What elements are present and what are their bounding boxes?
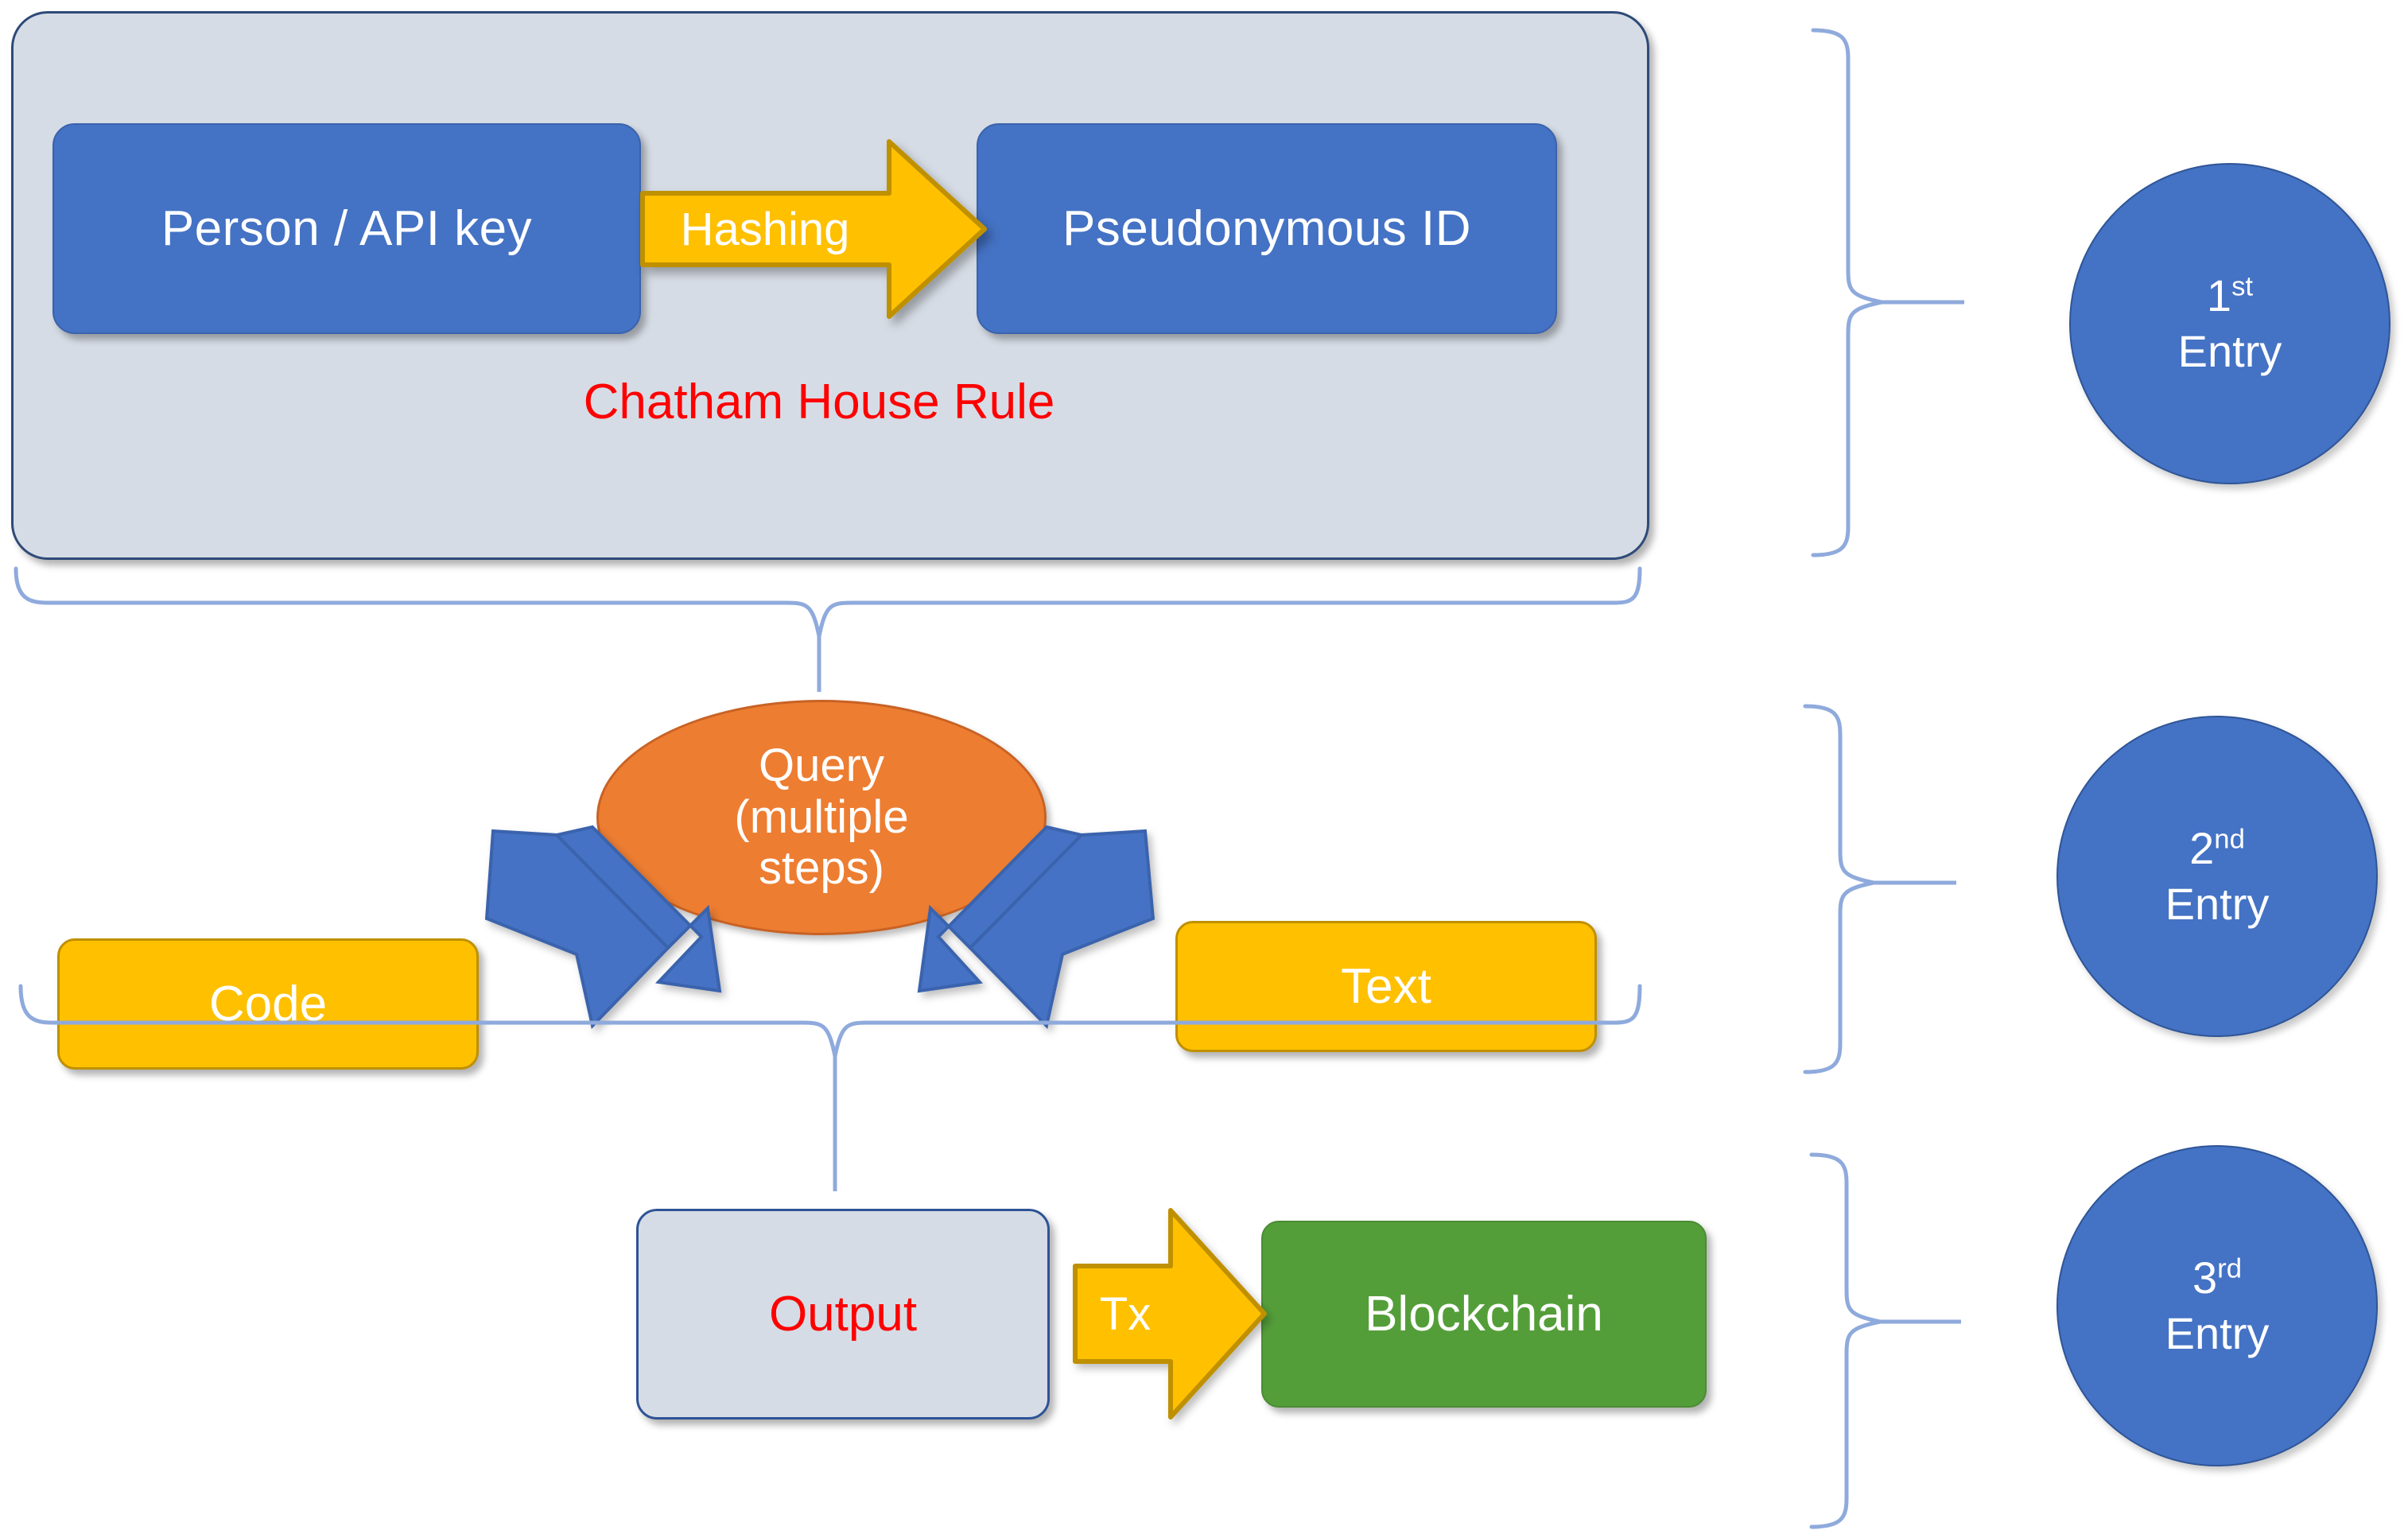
person-api-key-label: Person / API key [161, 201, 533, 256]
person-api-key-box[interactable]: Person / API key [52, 123, 641, 334]
output-box[interactable]: Output [636, 1209, 1050, 1420]
entry-1-ordinal: 1st [2207, 268, 2253, 324]
chatham-house-rule-label: Chatham House Rule [583, 375, 1055, 429]
blockchain-label: Blockchain [1365, 1287, 1603, 1342]
entry-2-number: 2 [2189, 823, 2215, 873]
brace-stage2-to-output [18, 984, 1642, 1191]
entry-3-label: Entry [2165, 1308, 2270, 1358]
entry-2-suffix: nd [2214, 824, 2245, 855]
entry-circle-2[interactable]: 2nd Entry [2057, 716, 2378, 1037]
entry-3-suffix: rd [2217, 1253, 2243, 1284]
entry-circle-3[interactable]: 3rd Entry [2057, 1145, 2378, 1466]
entry-3-number: 3 [2192, 1253, 2218, 1303]
entry-2-ordinal: 2nd [2189, 821, 2245, 876]
query-to-text-arrow[interactable] [917, 825, 1155, 1030]
pseudonymous-id-label: Pseudonymous ID [1062, 201, 1472, 256]
query-line-1: Query [759, 739, 884, 791]
brace-stage1-to-query [14, 566, 1642, 692]
brace-entry-1 [1811, 28, 1964, 557]
brace-entry-3 [1809, 1152, 1961, 1529]
text-label: Text [1341, 959, 1431, 1014]
entry-1-label: Entry [2177, 326, 2282, 376]
pseudonymous-id-box[interactable]: Pseudonymous ID [977, 123, 1557, 334]
entry-circle-1[interactable]: 1st Entry [2069, 163, 2391, 484]
entry-1-suffix: st [2231, 271, 2254, 302]
entry-3-ordinal: 3rd [2192, 1250, 2242, 1306]
entry-2-label: Entry [2165, 879, 2270, 929]
text-box[interactable]: Text [1175, 921, 1597, 1052]
hashing-block-arrow[interactable] [640, 139, 987, 319]
brace-entry-2 [1803, 704, 1956, 1074]
query-to-code-arrow[interactable] [445, 825, 722, 1030]
entry-1-number: 1 [2206, 270, 2232, 320]
query-ellipse[interactable]: Query (multiple steps) [596, 700, 1047, 935]
tx-block-arrow[interactable] [1073, 1208, 1267, 1420]
output-label: Output [768, 1287, 918, 1342]
query-line-3: steps) [759, 842, 884, 895]
query-line-2: (multiple [734, 790, 909, 843]
code-box[interactable]: Code [57, 938, 479, 1070]
blockchain-box[interactable]: Blockchain [1261, 1221, 1707, 1408]
